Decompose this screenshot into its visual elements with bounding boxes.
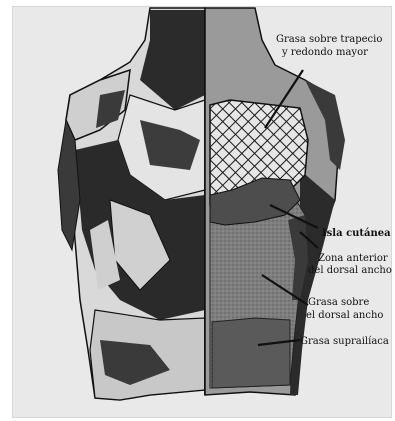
label-anterior-zone-line2: del dorsal ancho xyxy=(308,265,392,276)
label-skin-island: Isla cutánea xyxy=(322,228,391,239)
left-torso-muscles xyxy=(58,8,205,400)
label-fat-trapezius-line2: y redondo mayor xyxy=(282,47,368,58)
label-suprailiac-fat: Grasa suprailíaca xyxy=(300,336,389,347)
suprailiac-fat-region xyxy=(212,318,290,388)
label-anterior-zone-line1: Zona anterior xyxy=(318,253,388,264)
label-fat-latissimus-line2: el dorsal ancho xyxy=(306,310,383,321)
label-fat-trapezius-line1: Grasa sobre trapecio xyxy=(276,34,382,45)
label-fat-latissimus-line1: Grasa sobre xyxy=(308,297,369,308)
